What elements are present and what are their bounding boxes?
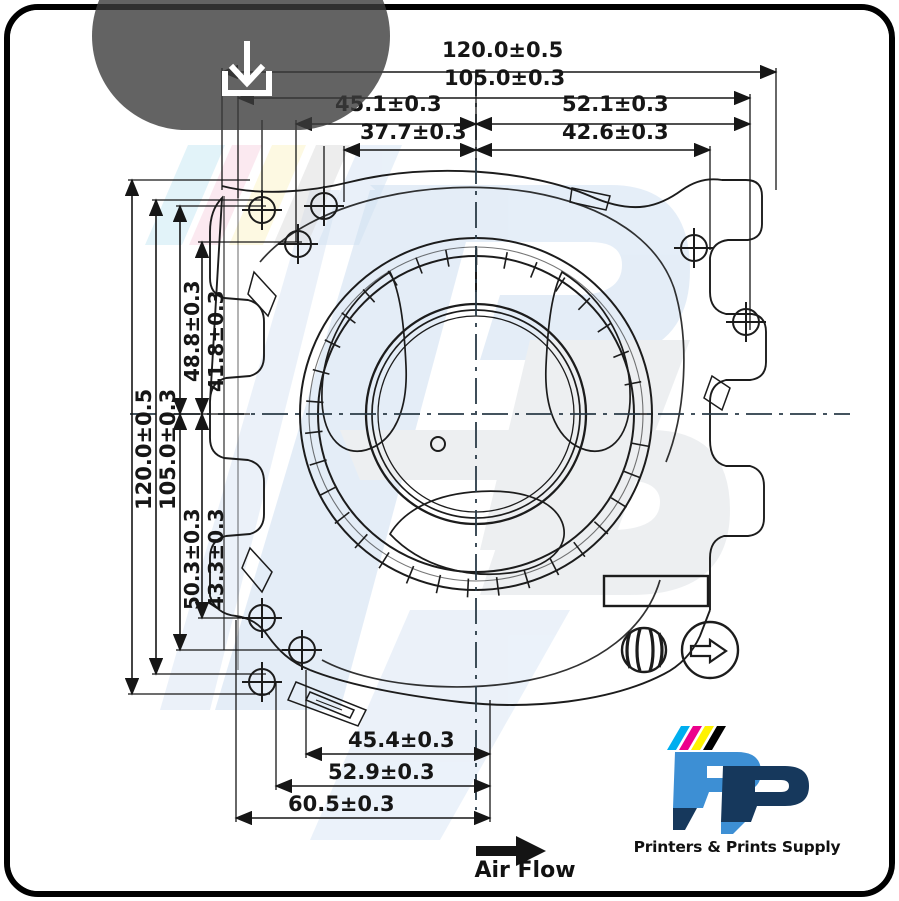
fan-rotation-icon [620, 626, 668, 674]
brand-name: Printers & Prints Supply [633, 838, 841, 856]
airflow-label: Air Flow [474, 858, 576, 883]
dim-bottom-outer: 60.5±0.3 [288, 792, 395, 816]
dim-bottom-inner: 45.4±0.3 [348, 728, 455, 752]
dim-left-upper-inner: 41.8±0.3 [204, 290, 228, 392]
dim-left-hole-span: 105.0±0.3 [156, 388, 180, 510]
arrow-right-icon [476, 836, 546, 866]
download-icon[interactable] [215, 38, 279, 102]
blank-label-plate [602, 574, 710, 608]
dim-left-lower-outer: 50.3±0.3 [180, 508, 204, 610]
dim-top-left-offset-inner: 37.7±0.3 [360, 120, 467, 144]
dim-top-hole-span: 105.0±0.3 [444, 66, 566, 90]
dimension-lines [124, 64, 778, 826]
centerlines [130, 70, 850, 810]
dim-left-lower-inner: 43.3±0.3 [204, 508, 228, 610]
dim-top-right-offset: 52.1±0.3 [562, 92, 669, 116]
dim-top-right-offset-inner: 42.6±0.3 [562, 120, 669, 144]
hub-screw-hole [430, 436, 446, 452]
dim-left-overall-height: 120.0±0.5 [132, 388, 156, 510]
dim-bottom-mid: 52.9±0.3 [328, 760, 435, 784]
watermark-cmyk-streaks [145, 145, 402, 245]
dim-top-overall-width: 120.0±0.5 [442, 38, 564, 62]
pp-logo-icon [667, 726, 809, 834]
dim-left-upper-outer: 48.8±0.3 [180, 280, 204, 382]
plate-and-symbols [602, 574, 740, 680]
brand-logo-block: Printers & Prints Supply [617, 722, 857, 877]
logo-p-dark [721, 766, 809, 822]
drawing-canvas: 120.0±0.5 105.0±0.3 45.1±0.3 37.7±0.3 52… [10, 10, 889, 891]
impeller-web [321, 250, 631, 576]
housing-outline [209, 169, 767, 706]
logo-p-light-tail [673, 808, 697, 830]
scroll-volute [259, 186, 685, 688]
logo-p-dark-tail [721, 822, 745, 834]
housing-details [241, 187, 731, 727]
cmyk-stripes [667, 726, 726, 750]
airflow-direction-icon [680, 620, 740, 680]
